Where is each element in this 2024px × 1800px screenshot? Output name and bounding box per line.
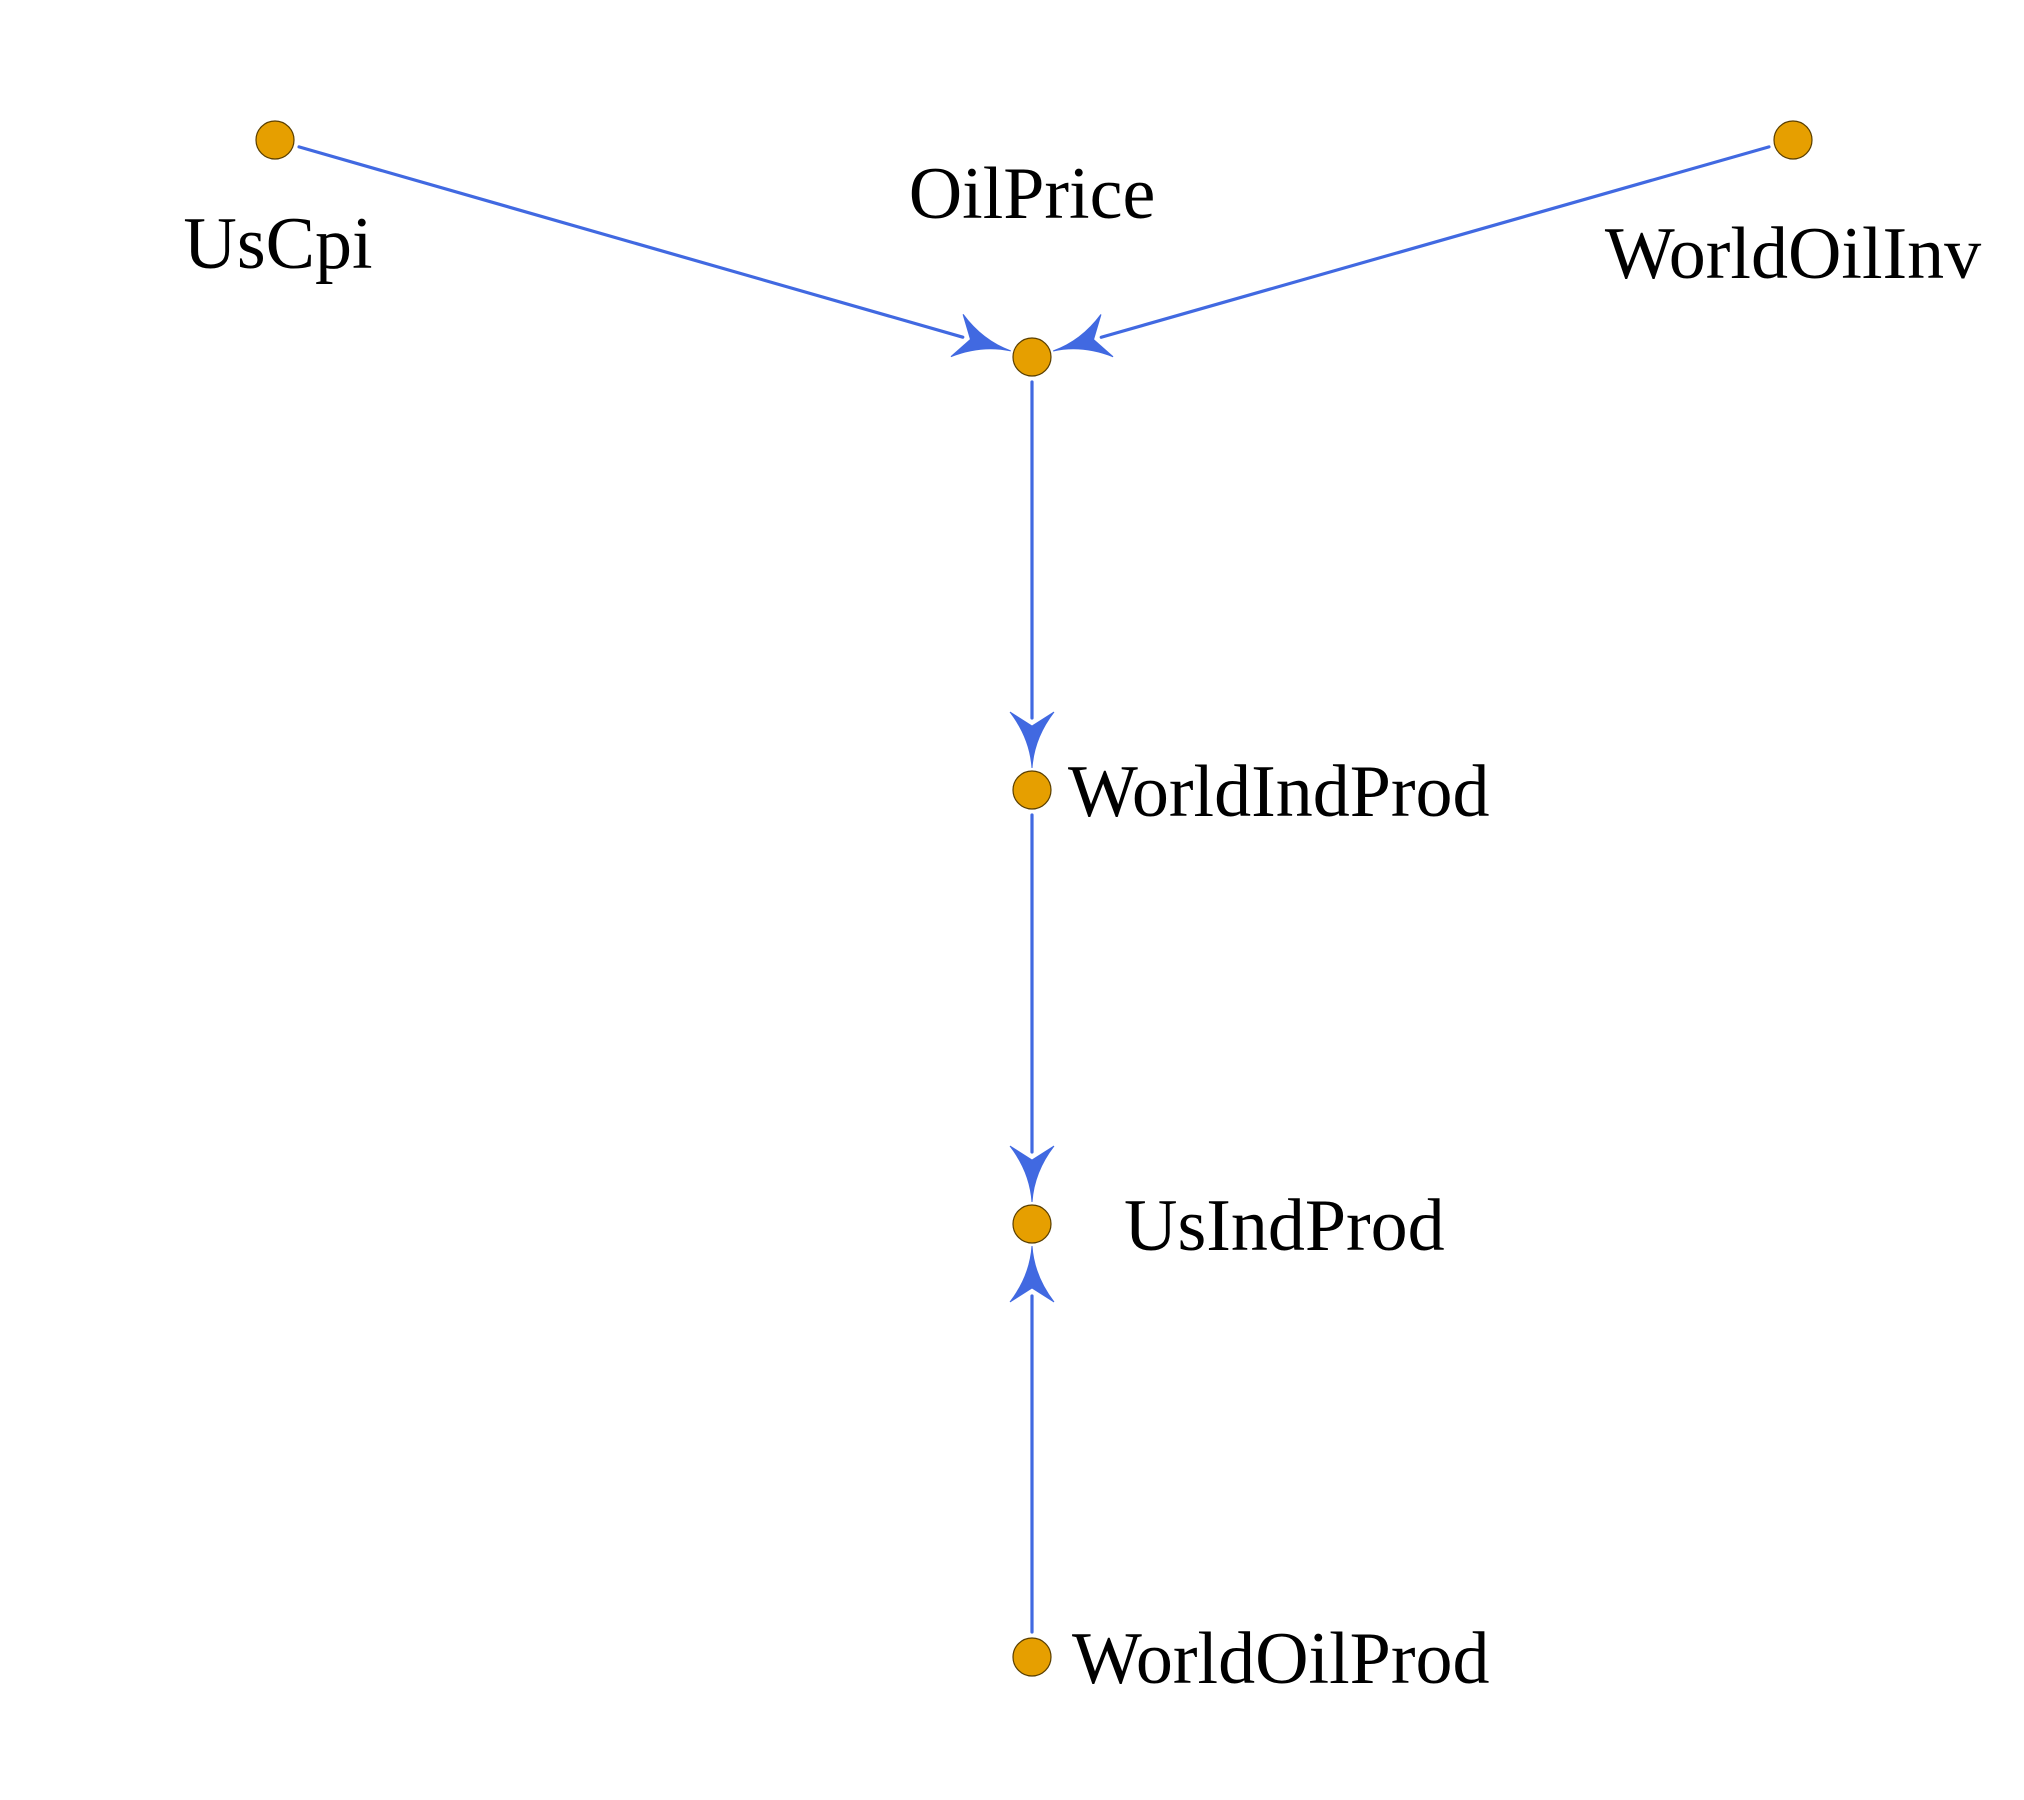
- edge-WorldIndProd-to-UsIndProd: [1009, 813, 1055, 1203]
- edge-OilPrice-to-WorldIndProd: [1009, 380, 1055, 769]
- node-label-WorldOilProd: WorldOilProd: [1072, 1618, 1489, 1700]
- node-label-UsCpi: UsCpi: [183, 203, 372, 285]
- edge-arrowhead: [1009, 1145, 1055, 1203]
- edge-line: [1099, 145, 1771, 339]
- edge-arrowhead: [1052, 314, 1114, 358]
- edge-arrowhead: [1009, 1245, 1055, 1303]
- node-WorldOilProd: [1012, 1637, 1052, 1677]
- labels-layer: UsCpi WorldOilInv OilPriceWorldIndProdUsIn…: [183, 153, 1981, 1700]
- edge-UsCpi-to-OilPrice: [297, 145, 1012, 358]
- edge-WorldOilInv-to-OilPrice: [1052, 145, 1771, 358]
- edge-arrowhead: [950, 314, 1012, 358]
- edge-line: [297, 145, 965, 339]
- node-UsIndProd: [1012, 1204, 1052, 1244]
- node-WorldOilInv: [1773, 120, 1813, 160]
- nodes-layer: [255, 120, 1813, 1677]
- edges-layer: [297, 145, 1771, 1634]
- node-OilPrice: [1012, 337, 1052, 377]
- node-label-OilPrice: OilPrice: [909, 153, 1156, 235]
- node-label-WorldOilInv: WorldOilInv: [1605, 213, 1981, 295]
- node-label-UsIndProd: UsIndProd: [1124, 1185, 1445, 1267]
- edge-WorldOilProd-to-UsIndProd: [1009, 1245, 1055, 1634]
- node-label-WorldIndProd: WorldIndProd: [1068, 751, 1490, 833]
- node-UsCpi: [255, 120, 295, 160]
- edge-arrowhead: [1009, 711, 1055, 769]
- node-WorldIndProd: [1012, 770, 1052, 810]
